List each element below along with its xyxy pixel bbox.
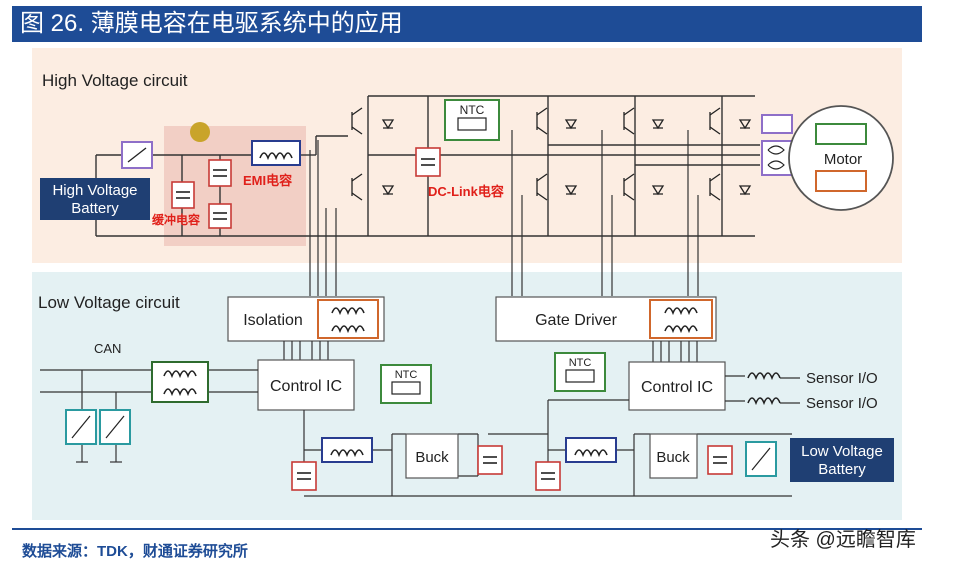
can-label: CAN [94, 341, 121, 356]
igbt-leg-4 [709, 107, 752, 201]
control-ic-right [628, 361, 726, 411]
emi-capacitor-label: EMI电容 [243, 173, 292, 188]
hv-ntc-label: NTC [460, 103, 485, 117]
isolation-label: Isolation [243, 312, 303, 329]
lv-ntc-right [554, 352, 606, 392]
sensor-io-wiring [725, 372, 800, 404]
hv-battery [40, 178, 150, 220]
current-sensor-top [761, 114, 793, 134]
control-ic-right-label: Control IC [641, 379, 713, 396]
footer-rule [12, 528, 922, 530]
varistor-icon [121, 141, 153, 169]
sensor-io-2: Sensor I/O [806, 395, 878, 412]
igbt-switches [351, 107, 752, 201]
lv-capacitor-right-b [707, 445, 733, 475]
dclink-capacitor [415, 147, 441, 177]
hv-ntc-box [444, 99, 500, 141]
emi-inductor [251, 140, 301, 166]
buffer-capacitor-label: 缓冲电容 [152, 212, 200, 227]
igbt-leg-3 [623, 107, 665, 201]
marker-dot [190, 122, 210, 142]
lv-ntc-left [380, 364, 432, 404]
buck-left-label: Buck [415, 449, 449, 466]
figure-title: 图 26. 薄膜电容在电驱系统中的应用 [12, 6, 922, 42]
hv-section-label: High Voltage circuit [42, 71, 188, 90]
buck-right-label: Buck [656, 449, 690, 466]
lv-battery-line1: Low Voltage [801, 443, 883, 460]
dclink-capacitor-label: DC-Link电容 [428, 184, 504, 199]
lv-battery-line2: Battery [818, 461, 866, 478]
igbt-leg-1 [351, 107, 395, 201]
lv-inductor-left [321, 437, 373, 463]
lv-capacitor-right-a [535, 461, 561, 491]
gate-driver-label: Gate Driver [535, 312, 617, 329]
source-note: 数据来源：TDK，财通证券研究所 [22, 543, 248, 560]
lv-section-label: Low Voltage circuit [38, 293, 180, 312]
motor-winding-top [815, 123, 867, 145]
watermark: 头条 @远瞻智库 [770, 529, 916, 551]
lv-battery [790, 438, 894, 482]
gate-driver-transformer [649, 299, 713, 339]
motor-label: Motor [824, 151, 862, 168]
buffer-capacitor [171, 181, 195, 209]
control-ic-left [257, 359, 355, 411]
motor-winding-bottom [815, 170, 867, 192]
sensor-io-1: Sensor I/O [806, 370, 878, 387]
lv-capacitor-mid [477, 445, 503, 475]
isolation-to-control-links [283, 341, 698, 362]
can-bus-wiring [40, 369, 258, 463]
lv-inductor-right [565, 437, 617, 463]
emi-capacitor-x [208, 159, 232, 187]
buck-right [649, 433, 698, 479]
igbt-leg-2 [536, 107, 578, 201]
hv-battery-line2: Battery [71, 200, 119, 217]
can-choke [151, 361, 209, 403]
gate-link-wiring [309, 130, 699, 296]
buck-left [405, 433, 459, 479]
lv-ntc-right-label: NTC [569, 357, 592, 369]
hv-battery-line1: High Voltage [52, 182, 137, 199]
control-ic-left-label: Control IC [270, 378, 342, 395]
lv-ntc-left-label: NTC [395, 369, 418, 381]
emi-capacitor-y [208, 203, 232, 229]
lv-capacitor-left [291, 461, 317, 491]
